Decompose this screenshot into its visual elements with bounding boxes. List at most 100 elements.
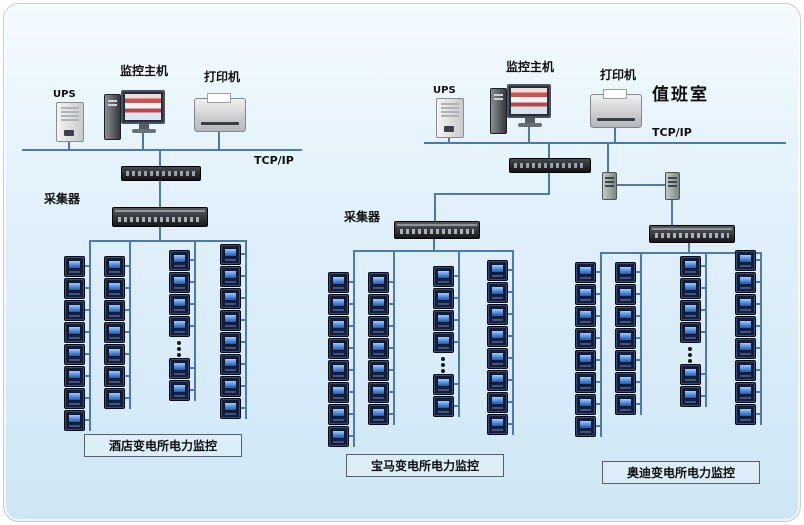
meter-column-line (705, 252, 707, 407)
meter-device (328, 338, 349, 359)
connector-line (607, 144, 609, 172)
meter-device (220, 288, 241, 309)
meter-device (328, 404, 349, 425)
meter-connector-stub (508, 379, 512, 381)
meter-connector-stub (125, 353, 129, 355)
meter-device (575, 416, 596, 437)
meter-connector-stub (508, 335, 512, 337)
meter-device (615, 284, 636, 305)
meter-device (328, 360, 349, 381)
meter-connector-stub (454, 405, 458, 407)
connector-line (434, 193, 436, 221)
meter-device (104, 300, 125, 321)
meter-connector-stub (596, 403, 600, 405)
ellipsis-dots (177, 339, 183, 359)
meter-connector-stub (85, 331, 89, 333)
meter-connector-stub (596, 381, 600, 383)
meter-device (368, 360, 389, 381)
meter-connector-stub (756, 413, 760, 415)
network-switch-device (121, 166, 201, 181)
meter-connector-stub (389, 347, 393, 349)
meter-connector-stub (125, 397, 129, 399)
meter-connector-stub (508, 291, 512, 293)
meter-device (368, 272, 389, 293)
meter-connector-stub (389, 281, 393, 283)
printer-device (194, 93, 246, 132)
meter-device (328, 294, 349, 315)
meter-device (615, 328, 636, 349)
collector-device (112, 207, 208, 227)
meter-device (220, 354, 241, 375)
meter-column-line (89, 240, 91, 431)
meter-column-line (640, 252, 642, 415)
connector-line (548, 144, 550, 158)
computer-monitor (507, 84, 551, 118)
meter-device (615, 394, 636, 415)
meter-connector-stub (636, 271, 640, 273)
meter-device (487, 304, 508, 325)
meter-connector-stub (85, 265, 89, 267)
meter-connector-stub (241, 253, 245, 255)
meter-device (64, 256, 85, 277)
meter-device (64, 366, 85, 387)
meter-connector-stub (508, 269, 512, 271)
meter-device (615, 372, 636, 393)
ellipsis-dots (688, 345, 694, 365)
meter-device (433, 374, 454, 395)
meter-device (615, 262, 636, 283)
meter-connector-stub (454, 275, 458, 277)
meter-device (735, 338, 756, 359)
meter-device (433, 332, 454, 353)
connector-line (159, 179, 161, 207)
meter-device (735, 250, 756, 271)
meter-device (328, 426, 349, 447)
meter-connector-stub (756, 259, 760, 261)
monitor-stand (525, 118, 535, 123)
meter-device (575, 394, 596, 415)
connector-line (548, 171, 550, 195)
meter-connector-stub (241, 385, 245, 387)
meter-device (575, 262, 596, 283)
connector-line (68, 140, 70, 149)
meter-connector-stub (389, 325, 393, 327)
meter-device (680, 256, 701, 277)
meter-device (735, 404, 756, 425)
meter-device (64, 344, 85, 365)
diagram-stage: 监控主机 打印机 UPS TCP/IP 采集器 监控主机 打印机 UPS 值班室… (3, 3, 801, 522)
meter-connector-stub (454, 319, 458, 321)
connector-line (688, 241, 690, 253)
monitor-base (518, 123, 542, 127)
meter-connector-stub (241, 275, 245, 277)
meter-connector-stub (349, 369, 353, 371)
computer-monitor (121, 90, 165, 124)
meter-connector-stub (125, 265, 129, 267)
connector-line (614, 126, 616, 142)
meter-device (368, 316, 389, 337)
network-bus-line (22, 149, 302, 151)
meter-connector-stub (389, 303, 393, 305)
host-label: 监控主机 (120, 64, 169, 78)
printer-device (590, 89, 642, 128)
meter-device (64, 300, 85, 321)
meter-connector-stub (756, 369, 760, 371)
meter-device (64, 278, 85, 299)
meter-device (735, 316, 756, 337)
meter-device (575, 328, 596, 349)
meter-device (680, 300, 701, 321)
host-label: 监控主机 (506, 60, 555, 74)
meter-column-line (512, 250, 514, 435)
meter-connector-stub (508, 423, 512, 425)
meter-connector-stub (85, 397, 89, 399)
connector-line (671, 198, 673, 225)
meter-column-line (245, 240, 247, 419)
meter-connector-stub (636, 381, 640, 383)
meter-connector-stub (596, 315, 600, 317)
meter-device (680, 322, 701, 343)
meter-device (220, 332, 241, 353)
fiber-converter-device (602, 172, 617, 200)
meter-connector-stub (454, 341, 458, 343)
ups-device (56, 102, 84, 142)
meter-device (169, 294, 190, 315)
meter-connector-stub (454, 383, 458, 385)
meter-connector-stub (596, 425, 600, 427)
